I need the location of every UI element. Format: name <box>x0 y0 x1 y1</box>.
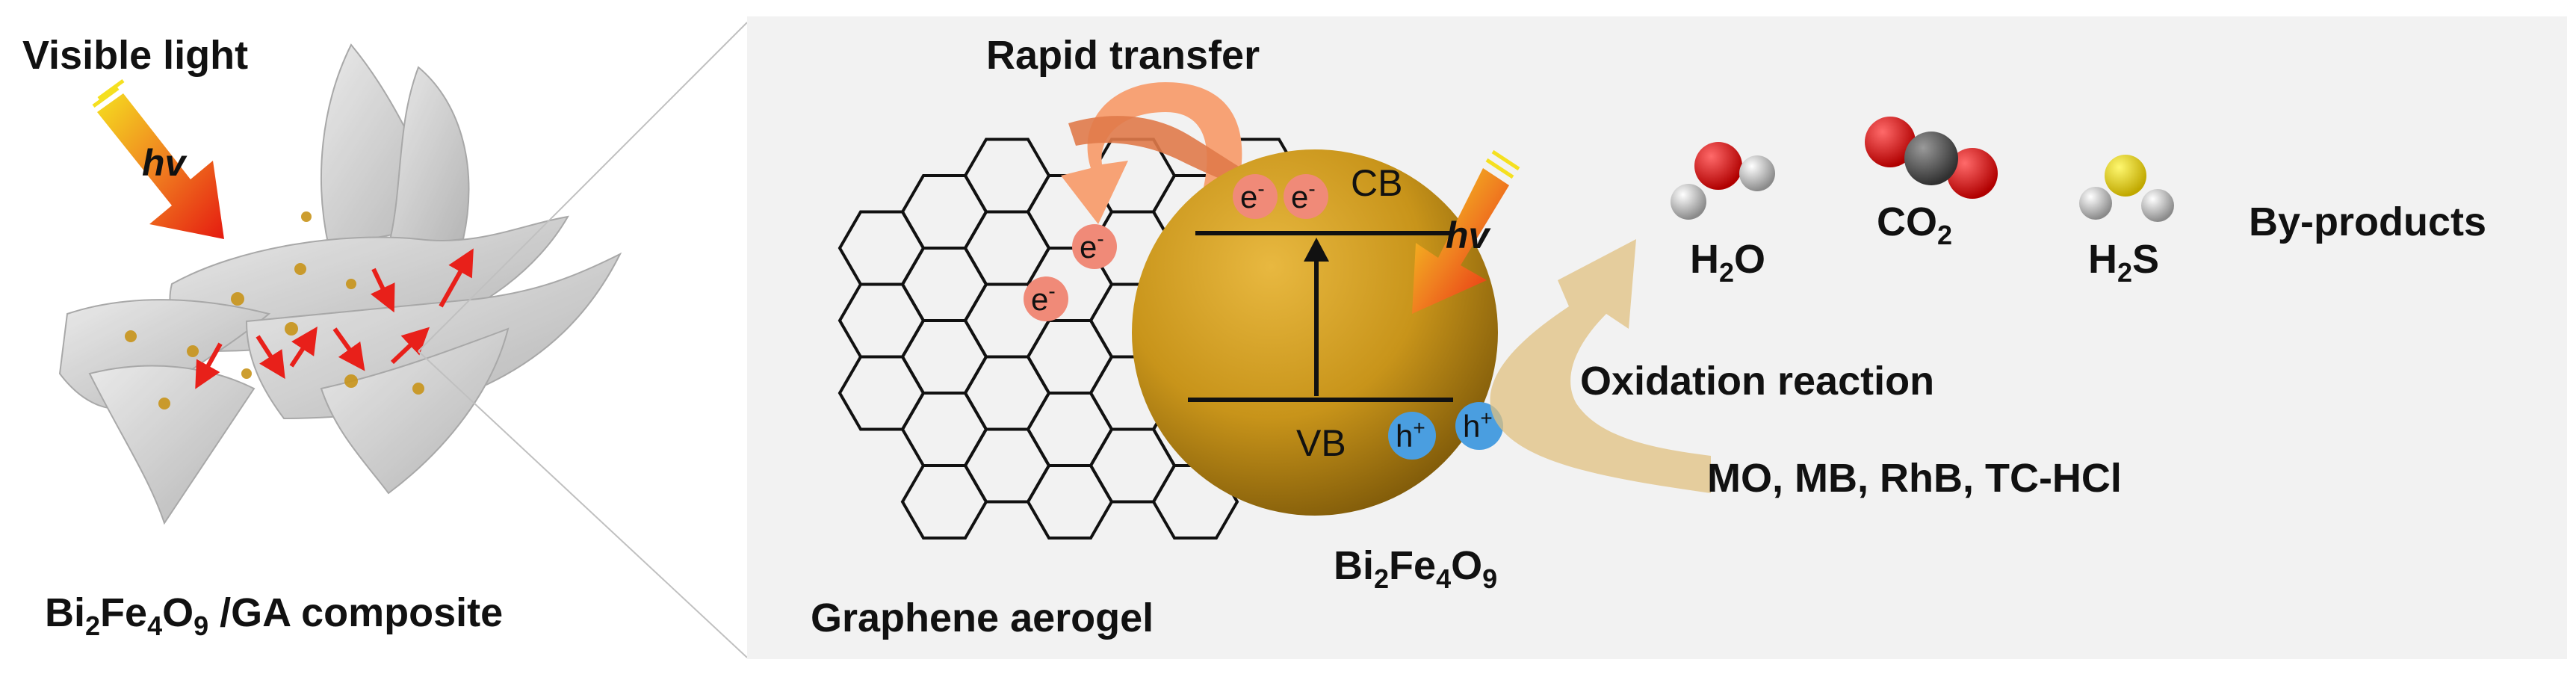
oxidation-arrow <box>1490 239 1711 493</box>
light-arrow-icon <box>92 78 224 239</box>
hv-label-left: hv <box>142 142 188 184</box>
pollutants-label: MO, MB, RhB, TC-HCl <box>1707 456 2122 501</box>
electron-group: e- e- e- e- <box>1024 174 1328 321</box>
electron-particle <box>1233 174 1278 219</box>
cb-label: CB <box>1351 162 1402 204</box>
hv-label-right: hv <box>1446 214 1492 256</box>
electron-particle <box>1072 224 1117 269</box>
electron-particle <box>1284 174 1328 219</box>
h2s-label: H2S <box>2088 237 2159 288</box>
byproducts-label: By-products <box>2249 200 2486 244</box>
hole-label: h+ <box>1396 416 1425 454</box>
particle-label: Bi2Fe4O9 <box>1334 543 1497 594</box>
co2-molecule-icon <box>1865 117 1998 199</box>
hole-particle <box>1388 412 1436 460</box>
excitation-arrow-head <box>1304 238 1329 262</box>
electron-label: e- <box>1031 279 1056 317</box>
hole-label: h+ <box>1463 407 1493 444</box>
electron-transfer-arrows <box>195 248 474 389</box>
zoom-guide-bottom <box>418 350 748 658</box>
water-molecule-icon <box>1671 142 1775 220</box>
graphene-aerogel-label: Graphene aerogel <box>811 596 1154 640</box>
graphene-sheets-illustration <box>58 43 622 525</box>
electron-label: e- <box>1291 177 1316 214</box>
h2s-molecule-icon <box>2079 155 2174 222</box>
electron-particle <box>1024 276 1068 321</box>
right-panel-background <box>747 16 2567 659</box>
hole-particle <box>1455 402 1503 450</box>
zoom-guide-top <box>418 22 748 352</box>
vb-label: VB <box>1296 422 1346 464</box>
composite-label: Bi2Fe4O9 /GA composite <box>45 590 503 641</box>
co2-label: CO2 <box>1877 200 1952 250</box>
right-panel: Rapid transfer CB VB e- e- e- e- h+ h+ <box>811 33 2486 640</box>
hole-group: h+ h+ <box>1388 402 1503 460</box>
rapid-transfer-label: Rapid transfer <box>986 33 1260 78</box>
visible-light-label: Visible light <box>22 33 248 78</box>
water-label: H2O <box>1690 237 1765 288</box>
electron-label: e- <box>1240 177 1265 214</box>
oxidation-label: Oxidation reaction <box>1580 359 1934 404</box>
electron-label: e- <box>1080 227 1104 265</box>
light-arrow-icon <box>1412 149 1520 314</box>
bi2fe4o9-particles <box>125 211 424 409</box>
rapid-transfer-arrows <box>1061 82 1330 224</box>
left-panel: Visible light <box>22 22 748 658</box>
